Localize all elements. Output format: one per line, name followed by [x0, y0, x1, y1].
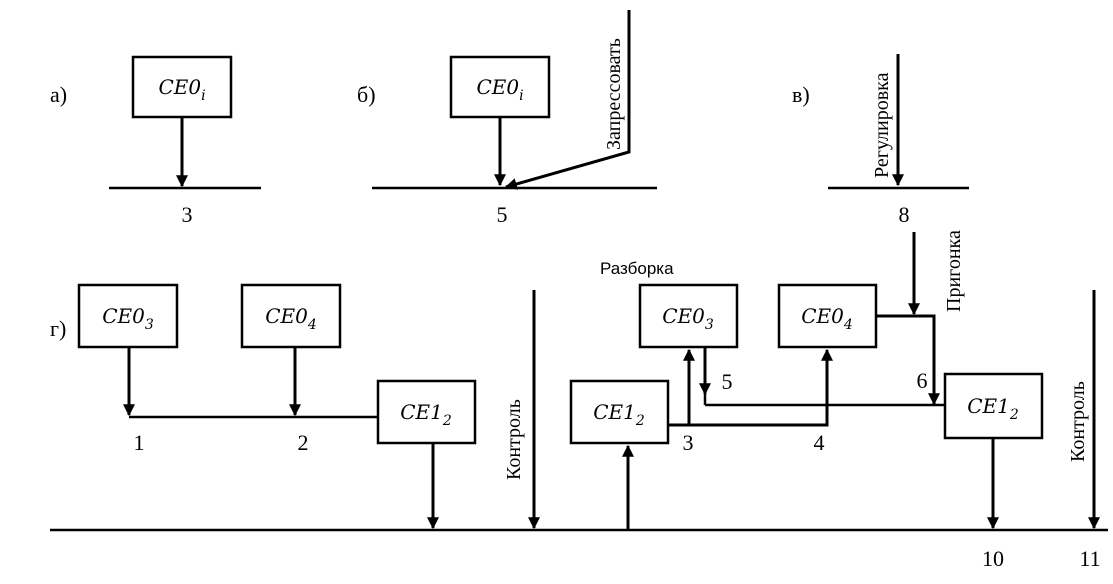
panel-g-box-ce0-3-left — [77, 283, 179, 349]
arrow-4-to-ce0-4 — [689, 348, 833, 427]
node-11: 11 — [1079, 546, 1100, 571]
panel-v-node: 8 — [899, 202, 910, 227]
node-2: 2 — [298, 430, 309, 455]
panel-a-box-label: CE0i — [158, 75, 205, 104]
panel-g-box-ce1-2-right — [943, 372, 1044, 440]
panel-v-label: в) — [792, 82, 810, 107]
node-6: 6 — [917, 368, 928, 393]
node-1: 1 — [134, 430, 145, 455]
panel-b: б) CE0i Запрессовать 5 — [357, 10, 657, 227]
panel-g-box-ce1-2-mid-label: CE12 — [593, 400, 645, 429]
panel-g-box-ce0-4-left — [240, 283, 342, 349]
panel-g-box-ce0-4-left-label: CE04 — [265, 304, 317, 333]
panel-g-box-ce0-3-left-label: CE03 — [102, 304, 154, 333]
node-3: 3 — [683, 430, 694, 455]
panel-a: а) CE0i 3 — [50, 55, 261, 227]
panel-g-box-ce0-4-right-label: CE04 — [801, 304, 853, 333]
panel-g-box-ce0-3-right — [638, 283, 739, 349]
panel-g-box-ce1-2-right-label: CE12 — [967, 394, 1019, 423]
control-left-label: Контроль — [503, 399, 525, 480]
panel-a-label: а) — [50, 82, 67, 107]
panel-b-box-label: CE0i — [476, 75, 523, 104]
control-right-label: Контроль — [1067, 381, 1089, 462]
panel-g-box-ce1-2-left — [376, 379, 477, 445]
panel-a-node: 3 — [182, 202, 193, 227]
fitting-label: Пригонка — [943, 230, 965, 312]
disassembly-label: Разборка — [600, 259, 674, 278]
panel-b-node: 5 — [497, 202, 508, 227]
panel-v: в) Регулировка 8 — [792, 54, 969, 227]
panel-b-action: Запрессовать — [603, 38, 625, 150]
node-4: 4 — [814, 430, 825, 455]
panel-g-box-ce1-2-left-label: CE12 — [400, 400, 452, 429]
node-5: 5 — [722, 369, 733, 394]
panel-b-press-arrow — [504, 10, 631, 190]
arrow-3-to-ce0-3 — [668, 348, 695, 427]
arrow-ce0-4-to-6 — [876, 314, 940, 406]
panel-g-label: г) — [50, 316, 66, 341]
panel-v-action: Регулировка — [871, 72, 893, 178]
panel-g-box-ce0-3-right-label: CE03 — [662, 304, 714, 333]
panel-g-box-ce1-2-mid — [569, 379, 670, 445]
panel-b-label: б) — [357, 82, 376, 107]
panel-g: г) CE03 CE04 CE12 1 2 Контроль CE12 Разб… — [50, 230, 1108, 571]
panel-a-box — [131, 55, 233, 119]
node-10: 10 — [982, 546, 1004, 571]
